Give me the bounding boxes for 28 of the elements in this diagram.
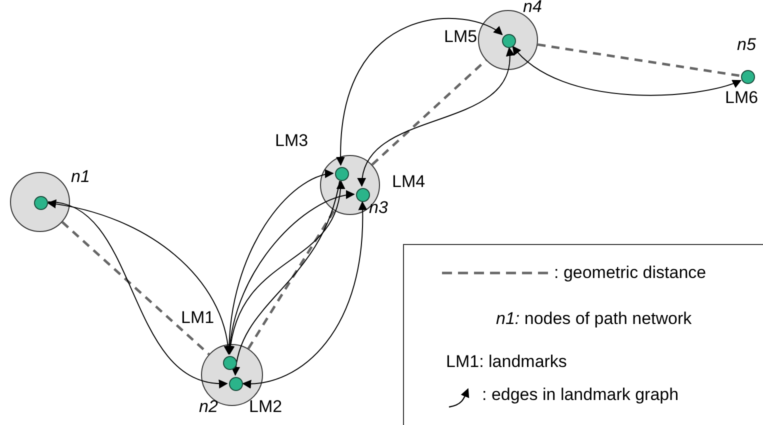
arrow <box>336 18 503 166</box>
landmark-dot <box>34 196 48 210</box>
node-label: n5 <box>737 35 756 55</box>
landmark-label: LM5 <box>444 27 478 47</box>
landmark-label: LM6 <box>725 88 758 108</box>
arrow <box>358 47 514 187</box>
node-label: n4 <box>523 0 542 17</box>
legend-text: LM1: landmarks <box>446 352 567 372</box>
arrow <box>47 200 232 355</box>
landmark-label: LM1 <box>181 308 214 328</box>
arrow <box>242 201 367 388</box>
node-label: n1 <box>71 167 90 187</box>
arrow <box>48 201 228 388</box>
landmark-label: LM3 <box>275 131 308 151</box>
node-label: n3 <box>369 198 388 218</box>
distance-line <box>371 59 487 166</box>
legend-text: : geometric distance <box>554 263 706 283</box>
landmark-label: LM2 <box>249 397 282 417</box>
arrow <box>512 46 742 96</box>
distance-line <box>247 210 336 350</box>
legend-text: : edges in landmark graph <box>482 385 679 405</box>
landmark-label: LM4 <box>392 172 426 192</box>
node-label: n2 <box>199 397 218 417</box>
distance-line <box>537 43 742 78</box>
legend-text: n1: nodes of path network <box>496 309 692 329</box>
distance-line <box>61 221 210 356</box>
arrow <box>226 180 344 355</box>
arrow <box>232 180 340 376</box>
